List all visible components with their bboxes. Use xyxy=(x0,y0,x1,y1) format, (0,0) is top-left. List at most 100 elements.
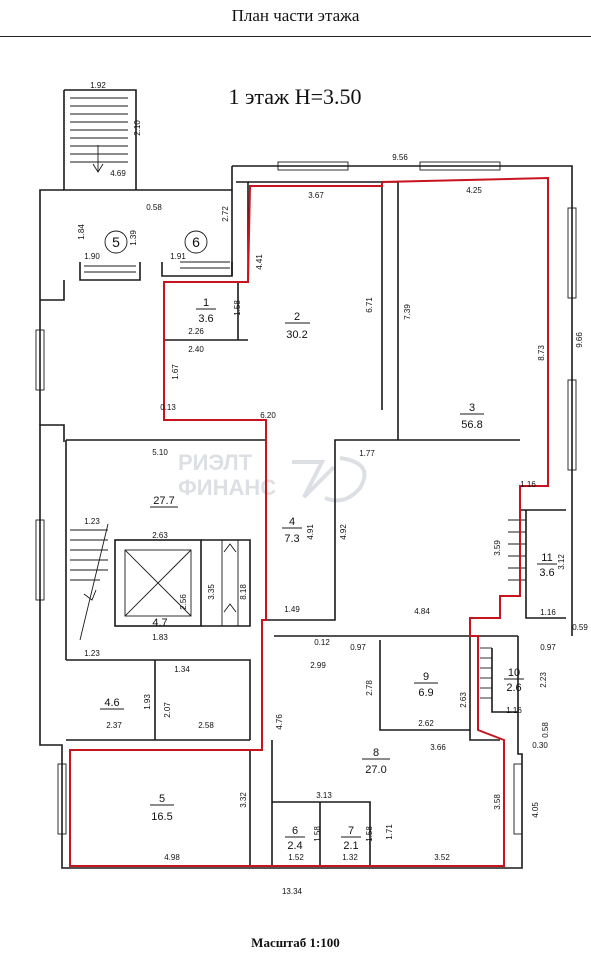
dimension-label: 1.23 xyxy=(84,649,100,658)
header-bar: План части этажа xyxy=(0,0,591,37)
stairs xyxy=(70,97,526,699)
scale-label: Масштаб 1:100 xyxy=(251,935,340,950)
dimension-label: 4.41 xyxy=(255,254,264,270)
dimension-label: 3.12 xyxy=(557,554,566,570)
dimension-label: 3.67 xyxy=(308,191,324,200)
walls xyxy=(39,89,573,869)
dimension-label: 2.26 xyxy=(188,327,204,336)
dimension-label: 2.10 xyxy=(133,120,142,136)
dimension-label: 2.07 xyxy=(163,702,172,718)
room-10-area: 2.6 xyxy=(506,682,521,694)
watermark-line2: ФИНАНС xyxy=(178,475,276,500)
dimension-label: 2.63 xyxy=(152,531,168,540)
dimension-label: 1.23 xyxy=(84,517,100,526)
dimension-label: 3.13 xyxy=(316,791,332,800)
room-3-area: 56.8 xyxy=(461,419,482,431)
stair-markers: 5 6 xyxy=(104,230,208,254)
dimension-label: 2.99 xyxy=(310,661,326,670)
dimension-label: 0.58 xyxy=(541,722,550,738)
dimension-label: 4.76 xyxy=(275,714,284,730)
room-7-number: 7 xyxy=(348,825,354,837)
dimension-label: 1.58 xyxy=(313,826,322,842)
dimension-label: 1.58 xyxy=(365,826,374,842)
highlighted-premises xyxy=(69,176,549,867)
dimension-label: 2.78 xyxy=(365,680,374,696)
dimension-label: 3.66 xyxy=(430,743,446,752)
stair-marker-5-label: 5 xyxy=(112,234,120,250)
dimension-label: 1.93 xyxy=(143,694,152,710)
stair-marker-6 xyxy=(184,230,208,254)
room-11-area: 3.6 xyxy=(539,567,554,579)
room-9-number: 9 xyxy=(423,671,429,683)
dimension-label: 0.30 xyxy=(532,741,548,750)
room-3-number: 3 xyxy=(469,402,475,414)
dimension-label: 13.34 xyxy=(282,887,303,896)
dimension-label: 4.25 xyxy=(466,186,482,195)
room-10-number: 10 xyxy=(508,667,520,679)
dimension-label: 1.90 xyxy=(84,252,100,261)
room-8-number: 8 xyxy=(373,747,379,759)
room-1-area: 3.6 xyxy=(198,313,213,325)
dimension-label: 3.58 xyxy=(493,794,502,810)
area-corridor: 27.7 xyxy=(153,495,174,507)
dimension-label: 9.66 xyxy=(575,332,584,348)
windows xyxy=(35,161,577,835)
dimension-label: 4.05 xyxy=(531,802,540,818)
area-elevator: 4.7 xyxy=(152,617,167,629)
dimension-label: 1.84 xyxy=(77,224,86,240)
room-9-area: 6.9 xyxy=(418,687,433,699)
dimension-label: 6.20 xyxy=(260,411,276,420)
room-4-number: 4 xyxy=(289,516,295,528)
dimension-label: 1.16 xyxy=(540,608,556,617)
dimension-label: 1.39 xyxy=(129,230,138,246)
area-small-room: 4.6 xyxy=(104,697,119,709)
stair-marker-5 xyxy=(104,230,128,254)
dimension-label: 6.71 xyxy=(365,297,374,313)
watermark-line1: РИЭЛТ xyxy=(178,450,253,475)
dimension-label: 1.16 xyxy=(506,706,522,715)
dimension-label: 2.37 xyxy=(106,721,122,730)
dimension-label: 0.13 xyxy=(160,403,176,412)
dimension-label: 0.12 xyxy=(314,638,330,647)
room-7-area: 2.1 xyxy=(343,840,358,852)
dimension-label: 2.72 xyxy=(221,206,230,222)
stair-marker-6-label: 6 xyxy=(192,234,200,250)
dimension-label: 2.23 xyxy=(539,672,548,688)
dimension-label: 1.34 xyxy=(174,665,190,674)
dimension-label: 3.35 xyxy=(207,584,216,600)
dimension-label: 2.62 xyxy=(418,719,434,728)
room-6-area: 2.4 xyxy=(287,840,302,852)
dimension-label: 1.32 xyxy=(342,853,358,862)
room-1-number: 1 xyxy=(203,297,209,309)
room-5-number: 5 xyxy=(159,793,165,805)
dimension-label: 0.59 xyxy=(572,623,588,632)
room-8-area: 27.0 xyxy=(365,764,386,776)
room-labels: 1 3.6 2 30.2 3 56.8 4 7.3 5 16.5 6 2.4 7… xyxy=(100,297,557,852)
dimension-label: 2.58 xyxy=(198,721,214,730)
dimension-label: 0.97 xyxy=(350,643,366,652)
dimension-label: 4.84 xyxy=(414,607,430,616)
watermark-logo xyxy=(292,456,367,503)
dimension-label: 2.56 xyxy=(179,594,188,610)
dimension-label: 9.56 xyxy=(392,153,408,162)
room-4-area: 7.3 xyxy=(284,533,299,545)
dimension-label: 5.10 xyxy=(152,448,168,457)
dimension-label: 1.71 xyxy=(385,824,394,840)
room-11-number: 11 xyxy=(541,552,552,564)
dimension-label: 1.52 xyxy=(288,853,304,862)
room-6-number: 6 xyxy=(292,825,298,837)
room-2-area: 30.2 xyxy=(286,329,307,341)
dimension-label: 4.92 xyxy=(339,524,348,540)
floor-title: 1 этаж H=3.50 xyxy=(228,84,362,109)
dimension-label: 4.98 xyxy=(164,853,180,862)
room-2-number: 2 xyxy=(294,311,300,323)
dimension-label: 1.58 xyxy=(233,300,242,316)
dimension-label: 3.59 xyxy=(493,540,502,556)
dimension-label: 1.49 xyxy=(284,605,300,614)
dimension-label: 3.32 xyxy=(239,792,248,808)
dimension-label: 1.67 xyxy=(171,364,180,380)
dimension-label: 8.18 xyxy=(239,584,248,600)
watermark: РИЭЛТ ФИНАНС xyxy=(178,450,367,503)
